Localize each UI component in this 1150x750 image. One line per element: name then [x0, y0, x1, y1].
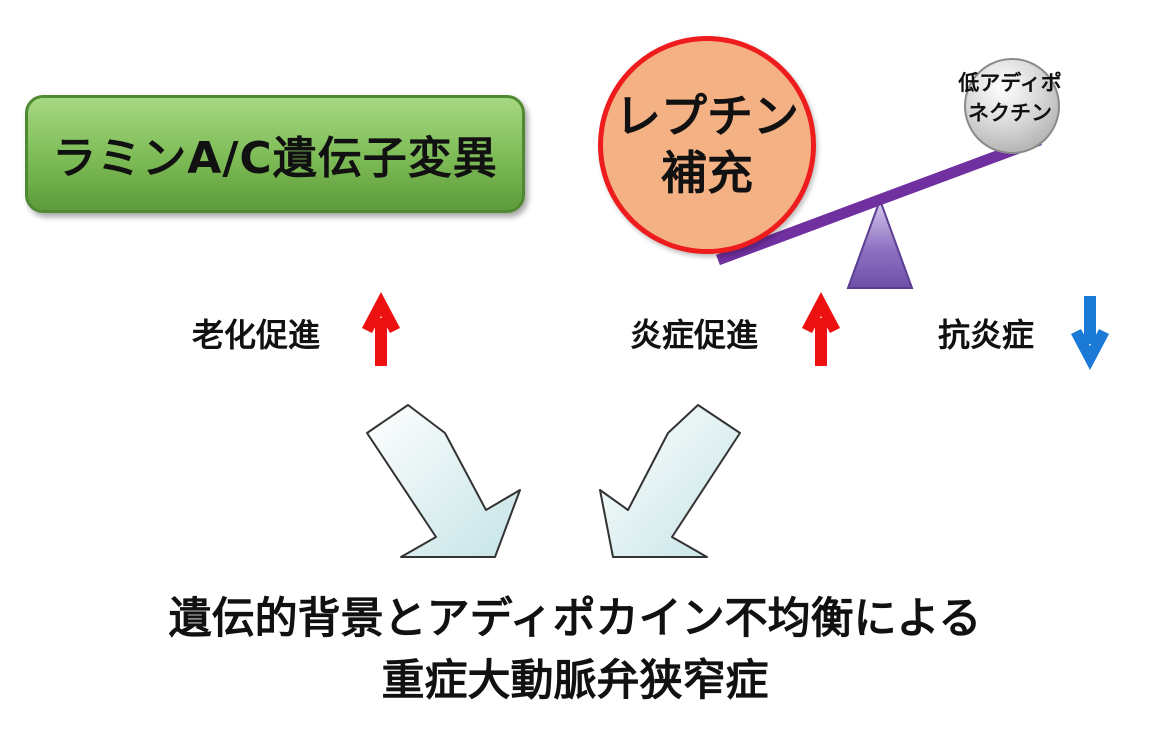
gene-mutation-box: ラミンA/C遺伝子変異: [25, 95, 525, 213]
gene-mutation-label: ラミンA/C遺伝子変異: [52, 133, 498, 184]
conclusion-text: 遺伝的背景とアディポカイン不均衡による 重症大動脈弁狭窄症: [0, 588, 1150, 713]
aging-promotion-label: 老化促進: [192, 316, 321, 354]
leptin-label-line1: レプチン: [615, 88, 799, 143]
anti-inflammation-down-arrow-icon: [1071, 296, 1109, 370]
left-converging-arrow-icon: [366, 404, 521, 558]
inflammation-promotion-label: 炎症促進: [630, 316, 759, 354]
seesaw-beam: [716, 134, 1042, 266]
seesaw-fulcrum: [846, 197, 914, 289]
adiponectin-label-line1: 低アディポ: [958, 71, 1062, 95]
leptin-supplement-circle: レプチン 補充: [598, 36, 816, 254]
leptin-label-line2: 補充: [661, 146, 753, 200]
adiponectin-ball: [964, 58, 1060, 154]
adiponectin-label-line2: ネクチン: [968, 101, 1052, 126]
conclusion-line2: 重症大動脈弁狭窄症: [381, 656, 769, 707]
aging-up-arrow-icon: [362, 292, 400, 366]
right-converging-arrow-icon: [599, 404, 741, 558]
conclusion-line1: 遺伝的背景とアディポカイン不均衡による: [168, 594, 982, 644]
inflammation-up-arrow-icon: [802, 292, 840, 366]
anti-inflammation-label: 抗炎症: [938, 316, 1035, 354]
adiponectin-label: 低アディポ ネクチン: [940, 68, 1080, 129]
